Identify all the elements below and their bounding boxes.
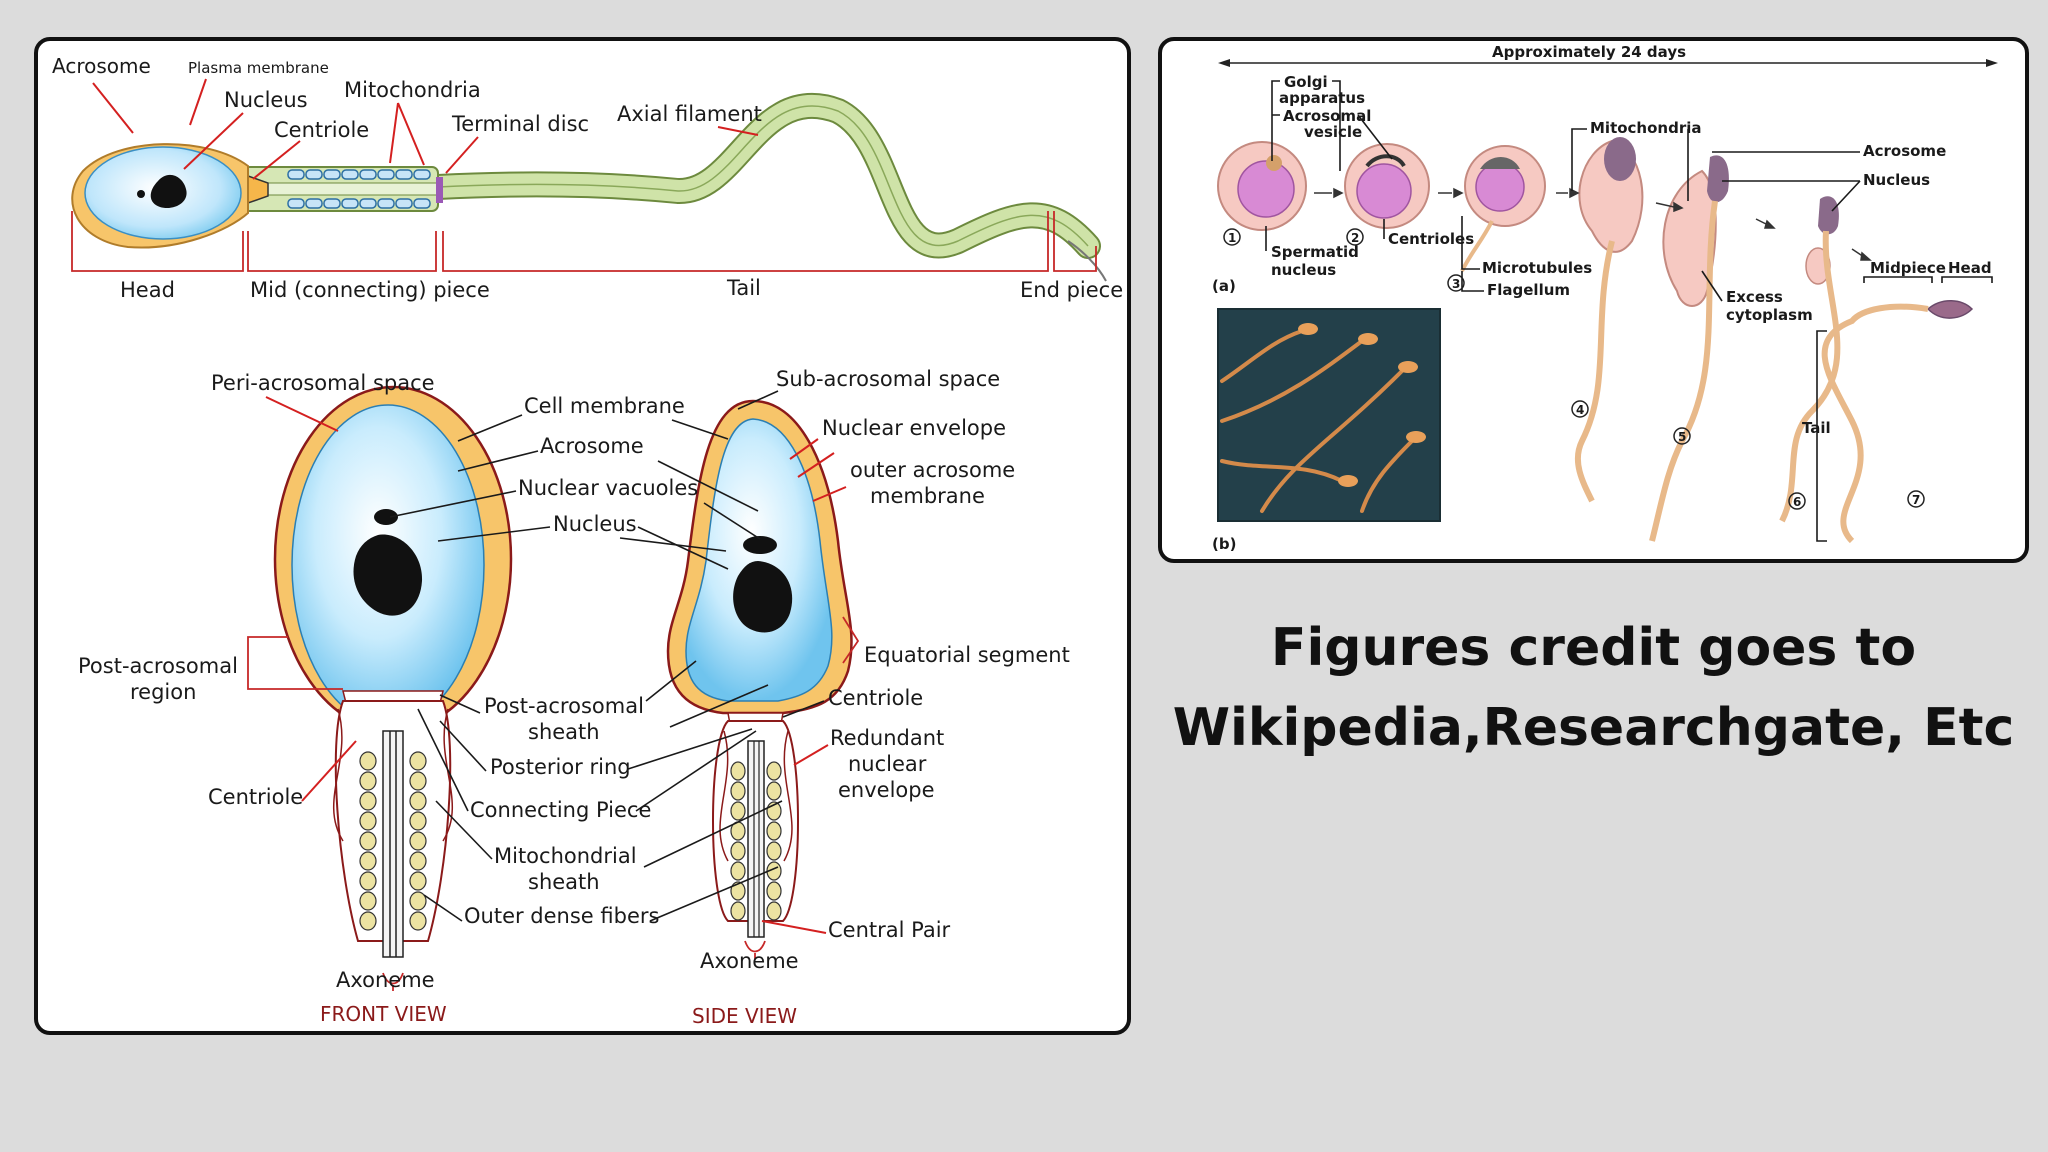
terminal-disc-shape [436,177,443,203]
part-b-label: (b) [1212,535,1236,553]
step-3: 3 [1452,277,1460,291]
nucleus-label: Nucleus [224,88,308,112]
terminal-disc-label: Terminal disc [451,112,589,136]
outer-acrosome-label-1: outer acrosome [850,458,1015,482]
credit-line-2: Wikipedia,Researchgate, Etc [1172,698,2015,758]
sperm-structure-panel: Acrosome Plasma membrane Nucleus Mitocho… [34,37,1131,1035]
acrosomal-label-2: vesicle [1304,123,1362,141]
mid-piece-label: Mid (connecting) piece [250,278,490,302]
front-axoneme-shape [382,730,404,958]
acrosome-label: Acrosome [52,54,151,78]
redundant-label-1: Redundant [830,726,944,750]
spermatid-label-1: Spermatid [1271,243,1359,261]
redundant-label-3: envelope [838,778,935,802]
duration-label: Approximately 24 days [1492,43,1686,61]
stage-3-cell [1460,145,1546,272]
end-piece-label: End piece [1020,278,1123,302]
redundant-label-2: nuclear [848,752,927,776]
axial-filament-label: Axial filament [617,102,762,126]
mito-sheath-label-1: Mitochondrial [494,844,637,868]
cell-membrane-label: Cell membrane [524,394,685,418]
stage-arrows [1314,187,1872,261]
axoneme-front-label: Axoneme [336,968,435,992]
mitochondria-label: Mitochondria [344,78,481,102]
midpiece-label: Midpiece [1870,259,1946,277]
stage-4-cell [1574,137,1644,503]
spermiogenesis-diagram: Approximately 24 days [1212,43,1998,553]
part-a-label: (a) [1212,277,1236,295]
sperm-micrograph [1217,308,1441,522]
acrosome-stage-label: Acrosome [1863,142,1946,160]
side-view-caption: SIDE VIEW [692,1004,797,1028]
tail-label: Tail [726,276,761,300]
spermiogenesis-panel: Approximately 24 days [1158,37,2029,563]
mitochondria-stage-label: Mitochondria [1590,119,1702,137]
excess-label-2: cytoplasm [1726,306,1813,324]
head-stage-label: Head [1948,259,1992,277]
post-acrosomal-region-label-1: Post-acrosomal [78,654,238,678]
front-view-caption: FRONT VIEW [320,1002,447,1026]
step-4: 4 [1576,403,1584,417]
central-pair-label: Central Pair [828,918,951,942]
view-leader-lines [247,390,860,934]
nucleus-stage-label: Nucleus [1863,171,1930,189]
axoneme-side-label: Axoneme [700,949,799,973]
plasma-membrane-label: Plasma membrane [188,59,329,77]
nuclear-vacuoles-label: Nuclear vacuoles [518,476,698,500]
post-acrosomal-sheath-label-2: sheath [528,720,600,744]
step-6: 6 [1793,495,1801,509]
mito-sheath-label-2: sheath [528,870,600,894]
nucleus-view-label: Nucleus [553,512,637,536]
post-acrosomal-region-label-2: region [130,680,196,704]
stage-1-cell [1217,141,1307,231]
golgi-label-2: apparatus [1279,89,1365,107]
stage-6-cell [1779,196,1841,523]
outer-acrosome-label-2: membrane [870,484,985,508]
step-5: 5 [1678,430,1686,444]
equatorial-segment-label: Equatorial segment [864,643,1070,667]
golgi-label-1: Golgi [1284,73,1328,91]
head-label: Head [120,278,175,302]
stage-5-cell [1649,155,1729,542]
stage-leader-lines [1265,80,1993,542]
side-view-illustration [666,399,853,959]
sperm-structure-diagram: Acrosome Plasma membrane Nucleus Mitocho… [52,54,1123,1028]
post-acrosomal-sheath-label-1: Post-acrosomal [484,694,644,718]
step-markers: 1 2 3 4 5 6 7 [1223,228,1925,510]
posterior-ring-label: Posterior ring [490,755,631,779]
step-1: 1 [1228,231,1236,245]
stage-2-cell [1344,143,1430,229]
credit-line-1: Figures credit goes to [1270,618,1917,678]
step-7: 7 [1912,493,1920,507]
outer-dense-fibers-label: Outer dense fibers [464,904,659,928]
spermatid-label-2: nucleus [1271,261,1336,279]
acrosomal-label-1: Acrosomal [1283,107,1371,125]
front-nucleus-blob [353,534,423,616]
top-leader-lines [92,78,759,180]
credit-text: Figures credit goes to Wikipedia,Researc… [1158,608,2029,768]
acrosome-view-label: Acrosome [540,434,644,458]
centriole-front-label: Centriole [208,785,303,809]
nuclear-envelope-label: Nuclear envelope [822,416,1006,440]
excess-label-1: Excess [1726,288,1783,306]
peri-acrosomal-space-label: Peri-acrosomal space [211,371,435,395]
sub-acrosomal-space-label: Sub-acrosomal space [776,367,1000,391]
front-view-illustration [273,385,513,991]
top-region-brackets [71,211,1097,272]
side-nucleus-blob [733,561,793,633]
flagellum-label: Flagellum [1487,281,1570,299]
stage-7-cell [1821,300,1974,544]
centriole-label: Centriole [274,118,369,142]
microtubules-label: Microtubules [1482,259,1592,277]
top-sperm-illustration [71,92,1107,282]
connecting-piece-label: Connecting Piece [470,798,651,822]
top-nucleus-blob [150,174,187,209]
step-2: 2 [1351,231,1359,245]
side-axoneme-shape [747,740,765,938]
centrioles-label: Centrioles [1388,230,1474,248]
centriole-side-label: Centriole [828,686,923,710]
